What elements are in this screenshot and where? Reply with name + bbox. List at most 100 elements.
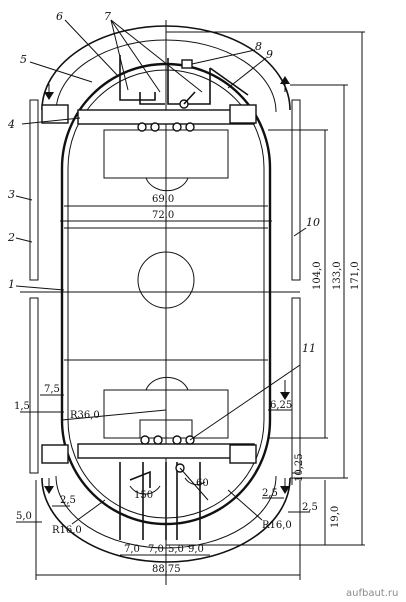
- top-right-block: [229, 104, 257, 124]
- label-3: 3: [8, 188, 15, 201]
- dim-text-7-0-a: 7,0: [124, 544, 140, 555]
- label-10: 10: [306, 216, 320, 229]
- dim-text-69: 69,0: [152, 194, 174, 205]
- dim-text-r16-right: R16,0: [262, 520, 292, 531]
- dim-text-r36: R36,0: [70, 410, 100, 421]
- leader-7a: [110, 19, 129, 91]
- leader-r16-left: [71, 499, 106, 525]
- bottom-left-block: [41, 444, 69, 464]
- leader-7b: [110, 19, 161, 93]
- center-circle: [137, 251, 195, 309]
- outer-track: [29, 25, 301, 563]
- field-inner-boundary: [67, 69, 265, 519]
- top-circle-1: [137, 122, 147, 132]
- label-1: 1: [8, 278, 15, 291]
- dim-text-6-25: 6,25: [270, 400, 292, 411]
- label-5: 5: [20, 53, 27, 66]
- leader-11: [189, 364, 301, 441]
- right-runway-top: [291, 99, 301, 281]
- dim-text-88-75: 88,75: [152, 564, 181, 575]
- right-runway-bottom: [291, 297, 301, 474]
- watermark: aufbaut.ru: [346, 588, 398, 599]
- dimension-lines: [16, 31, 365, 580]
- angle-150-arc: [129, 485, 161, 495]
- dim-text-5-0-left: 5,0: [16, 511, 32, 522]
- arrow-mid-right: [280, 392, 290, 400]
- pit-right: [167, 58, 211, 105]
- inner-track: [60, 62, 272, 526]
- bottom-circle-2: [153, 435, 163, 445]
- dim-text-19: 19,0: [330, 506, 341, 528]
- arrow-top-left: [44, 92, 54, 100]
- top-bench-strip: [77, 109, 255, 125]
- dim-text-60: 60: [196, 478, 209, 489]
- dim-text-2-5-right-b: 2,5: [302, 502, 318, 513]
- dim-text-7-5: 7,5: [44, 384, 60, 395]
- bottom-pit-shape: [129, 470, 151, 488]
- left-runway-top: [29, 99, 39, 281]
- leader-r16-right: [227, 489, 263, 521]
- top-left-block: [41, 104, 69, 124]
- dim-text-1-5: 1,5: [14, 401, 30, 412]
- top-circle-2: [150, 122, 160, 132]
- bottom-lanes: [119, 462, 201, 540]
- penalty-arc-bottom: [145, 376, 189, 391]
- leader-3: [15, 195, 33, 201]
- dim-text-150: 150: [134, 490, 153, 501]
- label-11: 11: [302, 342, 316, 355]
- throw-sector-line: [183, 91, 196, 105]
- pit-left: [119, 55, 156, 101]
- angle-60-arc: [184, 477, 206, 486]
- bottom-circle-3: [172, 435, 182, 445]
- label-8: 8: [255, 40, 262, 53]
- top-circle-4: [185, 122, 195, 132]
- label-4: 4: [7, 118, 15, 131]
- dim-text-133: 133,0: [332, 261, 343, 290]
- leader-7c: [110, 19, 203, 93]
- label-2: 2: [7, 231, 15, 244]
- callout-labels: 1 2 3 4 5 6 7 8 9 10 11: [7, 10, 320, 355]
- leader-r36: [61, 409, 167, 421]
- leader-1: [15, 285, 65, 291]
- arrow-bottom-left: [44, 486, 54, 494]
- dim-text-10-25: 10,25: [294, 453, 305, 482]
- top-sector: [21, 19, 290, 132]
- dim-text-2-5-left: 2,5: [60, 495, 76, 506]
- dim-text-9-0: 9,0: [188, 544, 204, 555]
- dim-text-72: 72,0: [152, 210, 174, 221]
- arrow-top-right: [280, 76, 290, 84]
- side-leaders: [15, 195, 307, 291]
- leader-4: [21, 117, 81, 125]
- leader-5: [29, 61, 93, 83]
- dim-text-7-0-b: 7,0: [148, 544, 164, 555]
- bottom-sector: [41, 364, 301, 540]
- dim-text-171: 171,0: [350, 261, 361, 290]
- dim-text-5-0: 5,0: [168, 544, 184, 555]
- leader-2: [15, 237, 33, 243]
- penalty-arc-top: [145, 177, 189, 192]
- leader-9: [227, 57, 267, 89]
- top-sector-edge: [209, 67, 249, 96]
- arrow-bottom-right: [280, 486, 290, 494]
- leader-6: [64, 19, 119, 77]
- top-circle-3: [172, 122, 182, 132]
- label-9: 9: [266, 48, 273, 61]
- leader-8: [191, 49, 256, 65]
- bottom-right-block: [229, 444, 257, 464]
- dim-text-104: 104,0: [312, 261, 323, 290]
- penalty-area-top: [103, 129, 229, 179]
- label-6: 6: [56, 10, 63, 23]
- dimension-texts: 69,0 72,0 104,0 133,0 171,0 7,5 1,5 R36,…: [14, 194, 361, 575]
- pit-left-inner: [139, 92, 165, 105]
- bottom-bench-strip: [77, 443, 255, 459]
- item-8-block: [181, 59, 193, 69]
- left-runway-bottom: [29, 297, 39, 474]
- dim-text-2-5-right-a: 2,5: [262, 488, 278, 499]
- label-7: 7: [104, 10, 111, 23]
- dim-text-r16-left: R16,0: [52, 525, 82, 536]
- leader-10: [293, 227, 307, 237]
- bottom-circle-1: [140, 435, 150, 445]
- goal-area-bottom: [139, 419, 193, 439]
